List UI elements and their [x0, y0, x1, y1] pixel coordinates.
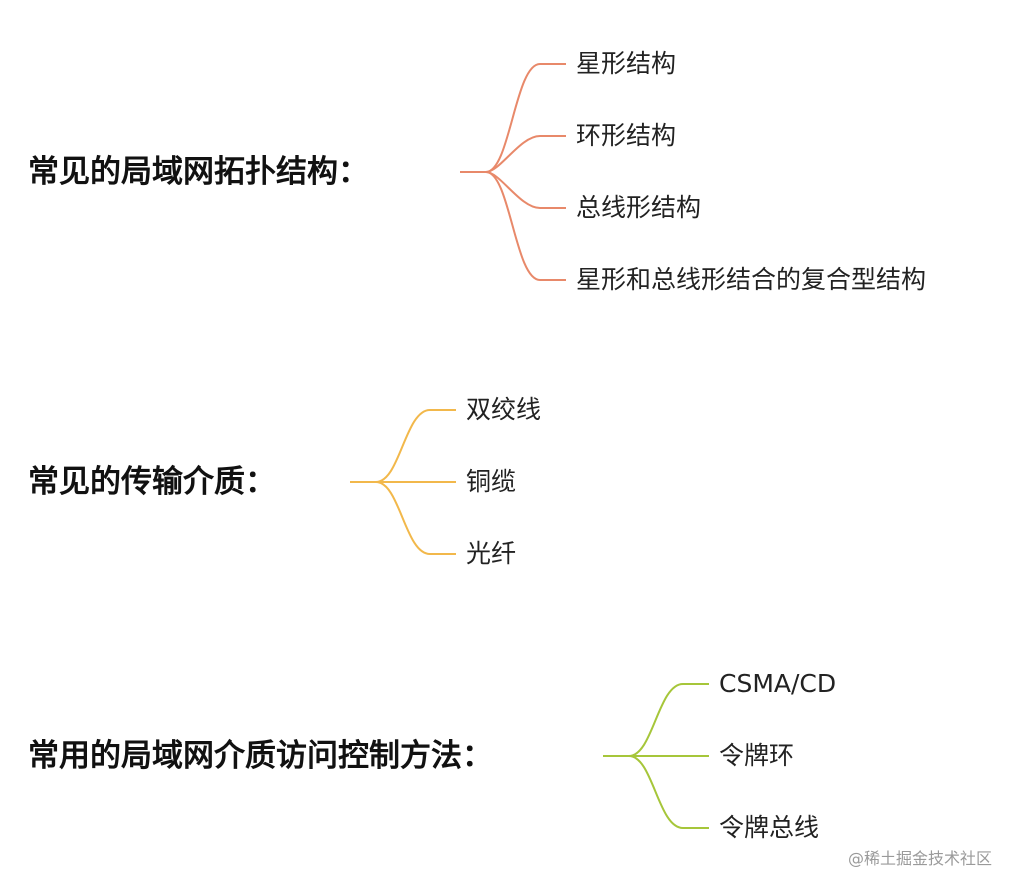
branch-curve [485, 171, 566, 281]
branch-curve [375, 409, 456, 483]
root-media: 常见的传输介质： [28, 464, 276, 500]
leaf-token-bus: 令牌总线 [719, 813, 820, 842]
branch-curve [628, 683, 709, 757]
leaf-csma-cd: CSMA/CD [719, 669, 837, 698]
leaf-token-ring: 令牌环 [719, 741, 795, 770]
leaf-star: 星形结构 [576, 49, 677, 78]
leaf-hybrid: 星形和总线形结合的复合型结构 [576, 265, 927, 294]
leaf-fiber: 光纤 [466, 539, 517, 568]
branch-group-access [603, 683, 709, 829]
leaf-coax: 铜缆 [466, 467, 517, 496]
leaf-ring: 环形结构 [576, 121, 677, 150]
branch-curve [485, 171, 566, 209]
branch-curve [628, 755, 709, 829]
root-topology: 常见的局域网拓扑结构： [28, 154, 369, 190]
watermark: @稀土掘金技术社区 [847, 849, 992, 868]
branch-curve [375, 481, 456, 555]
root-access-control: 常用的局域网介质访问控制方法： [28, 738, 493, 774]
branch-group-topology [460, 63, 566, 281]
branch-curve [485, 63, 566, 173]
branch-curve [485, 135, 566, 173]
leaf-twisted-pair: 双绞线 [466, 395, 542, 424]
branch-group-media [350, 409, 456, 555]
leaf-bus: 总线形结构 [576, 193, 702, 222]
